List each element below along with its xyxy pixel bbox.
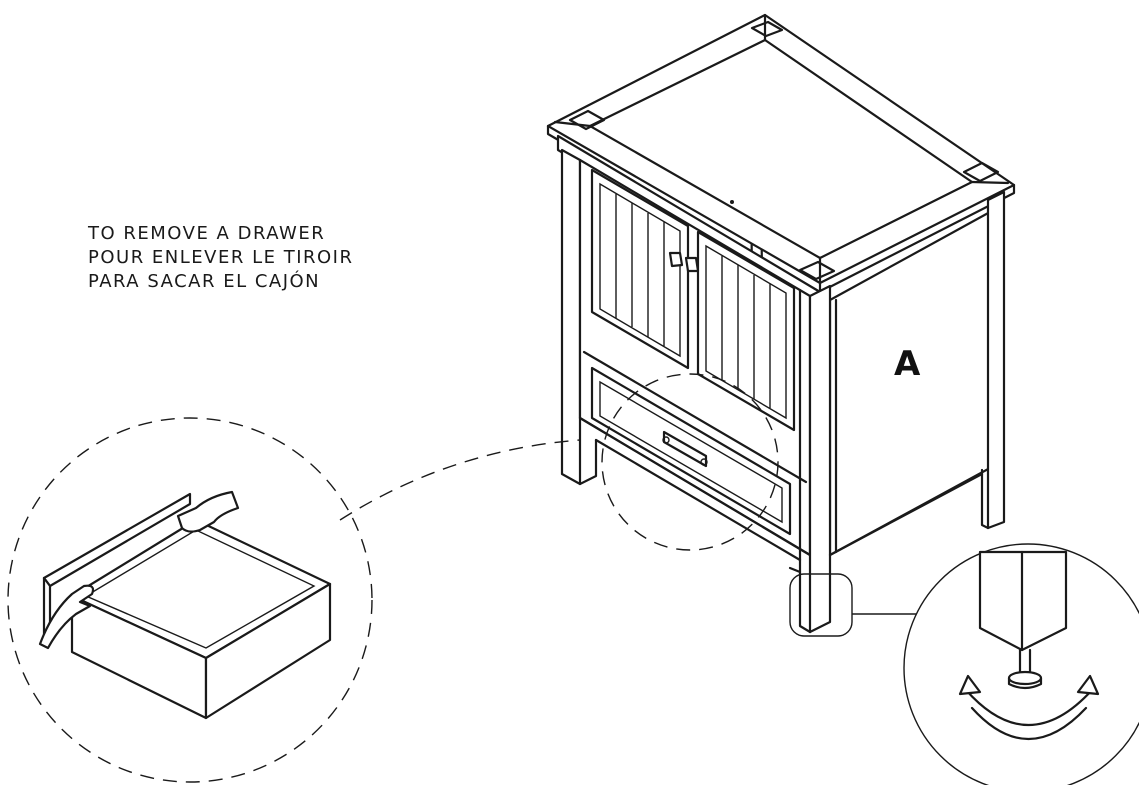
instruction-spanish: PARA SACAR EL CAJÓN <box>88 271 321 292</box>
drawer-pull <box>662 430 708 468</box>
front-left-leg <box>560 148 582 486</box>
vanity-cabinet <box>546 13 1016 634</box>
top-frame <box>546 13 1016 294</box>
leveling-foot-callout <box>789 543 1139 785</box>
left-door <box>590 168 690 370</box>
rotate-arrows-icon <box>958 674 1100 740</box>
drawer-detail <box>38 490 332 720</box>
right-hand <box>176 490 240 533</box>
foot-detail <box>978 550 1068 690</box>
drawer-removal-instructions: TO REMOVE A DRAWER POUR ENLEVER LE TIROI… <box>88 222 354 294</box>
instruction-french: POUR ENLEVER LE TIROIR <box>88 247 354 268</box>
left-hand <box>38 584 95 650</box>
drawer-detail-callout <box>7 373 779 783</box>
door-knobs <box>668 251 700 273</box>
front-right-leg <box>808 284 832 634</box>
part-label-a: A <box>894 344 921 384</box>
instruction-english: TO REMOVE A DRAWER <box>88 223 326 244</box>
back-right-leg <box>986 190 1006 530</box>
drawer-front <box>578 350 812 557</box>
